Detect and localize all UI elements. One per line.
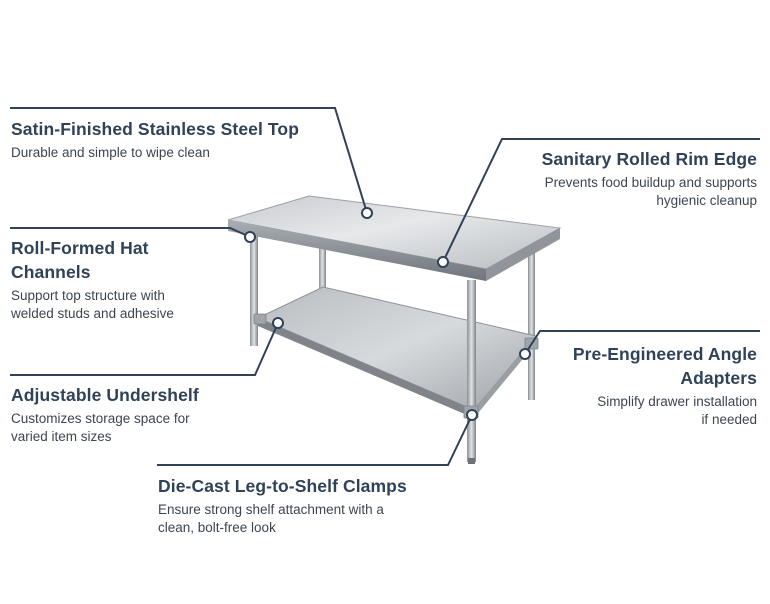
feature-description: Prevents food buildup and supports hygie… [542, 174, 757, 210]
feature-description-line: Ensure strong shelf attachment with a [158, 502, 384, 517]
callout-dot-undershelf [272, 317, 284, 329]
feature-description-line: Prevents food buildup and supports [544, 175, 757, 190]
feature-title: Sanitary Rolled Rim Edge [541, 149, 757, 169]
table-top-front-rim [228, 220, 486, 281]
feature-angle-adapters: Pre-Engineered Angle Adapters Simplify d… [573, 342, 757, 429]
feature-title: Roll-Formed Hat Channels [11, 236, 174, 284]
callout-dot-angle-adapters [519, 348, 531, 360]
front-left-shelf-clamp [253, 313, 267, 325]
feature-description-line: welded studs and adhesive [11, 306, 174, 321]
feature-title-line: Adapters [680, 368, 757, 388]
feature-undershelf: Adjustable Undershelf Customizes storage… [11, 383, 199, 446]
table-top-side-rim [486, 228, 560, 281]
feature-title-line: Pre-Engineered Angle [572, 344, 757, 364]
callout-line-clamps [157, 414, 473, 466]
callout-dot-steel-top [361, 207, 373, 219]
back-right-leg [528, 240, 535, 400]
front-right-foot [468, 458, 475, 464]
feature-description-line: clean, bolt-free look [158, 520, 276, 535]
callout-dot-clamps [466, 409, 478, 421]
feature-description: Durable and simple to wipe clean [11, 145, 210, 160]
callout-dots [244, 207, 531, 421]
callout-line-steel-top [10, 107, 368, 214]
feature-description: Customizes storage space for varied item… [11, 410, 199, 446]
feature-description-line: Customizes storage space for [11, 411, 190, 426]
feature-title: Adjustable Undershelf [11, 385, 199, 405]
feature-description-line: Support top structure with [11, 288, 165, 303]
callout-line-rolled-rim [442, 138, 760, 263]
feature-description-line: hygienic cleanup [656, 193, 757, 208]
feature-description: Simplify drawer installation if needed [573, 393, 757, 429]
feature-title: Die-Cast Leg-to-Shelf Clamps [158, 476, 407, 496]
feature-title: Pre-Engineered Angle Adapters [573, 342, 757, 390]
callout-line-angle-adapters [524, 330, 760, 355]
front-right-leg [467, 280, 476, 462]
feature-clamps: Die-Cast Leg-to-Shelf Clamps Ensure stro… [158, 474, 407, 537]
feature-title: Satin-Finished Stainless Steel Top [11, 119, 299, 139]
feature-description: Ensure strong shelf attachment with a cl… [158, 501, 407, 537]
callout-dot-hat-channels [244, 231, 256, 243]
callout-line-hat-channels [10, 227, 251, 238]
callout-line-undershelf [10, 322, 279, 376]
feature-description-line: Simplify drawer installation [597, 394, 757, 409]
feature-title-line: Roll-Formed Hat [11, 238, 149, 258]
front-left-leg [250, 236, 258, 346]
feature-description-line: if needed [701, 412, 757, 427]
feature-description-line: varied item sizes [11, 429, 112, 444]
feature-steel-top: Satin-Finished Stainless Steel Top Durab… [11, 117, 299, 162]
feature-description: Support top structure with welded studs … [11, 287, 174, 323]
undershelf-front-edge [258, 318, 474, 418]
callout-dot-rolled-rim [437, 256, 449, 268]
feature-title-line: Channels [11, 262, 91, 282]
feature-hat-channels: Roll-Formed Hat Channels Support top str… [11, 236, 174, 323]
callout-lines [10, 107, 760, 466]
feature-rolled-rim: Sanitary Rolled Rim Edge Prevents food b… [542, 147, 757, 210]
